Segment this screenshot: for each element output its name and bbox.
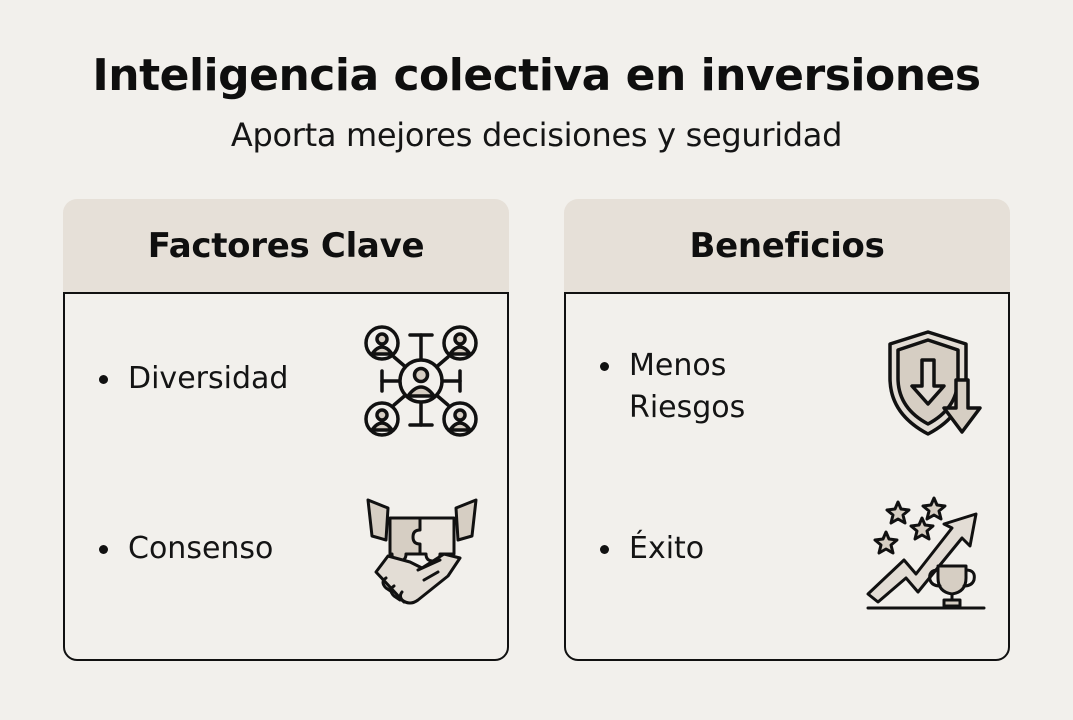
- bullet-icon: [99, 545, 108, 554]
- item-label: Consenso: [128, 531, 274, 566]
- page-subtitle: Aporta mejores decisiones y seguridad: [230, 116, 843, 154]
- network-people-icon: [362, 325, 480, 437]
- bullet-icon: [600, 545, 609, 554]
- panel-title: Factores Clave: [147, 226, 425, 266]
- list-item-consenso: Consenso: [99, 528, 273, 570]
- panel-body: Diversidad: [63, 292, 509, 661]
- shield-down-arrow-icon: [882, 328, 986, 440]
- list-item-menos-riesgos: Menos Riesgos: [600, 345, 745, 429]
- panel-title: Beneficios: [689, 226, 885, 266]
- item-label: Menos Riesgos: [629, 345, 745, 429]
- item-label: Diversidad: [128, 361, 289, 396]
- panel-header: Factores Clave: [63, 199, 509, 293]
- trophy-growth-icon: [864, 494, 988, 612]
- panel-beneficios: Beneficios Menos Riesgos Éxito: [564, 199, 1010, 661]
- list-item-exito: Éxito: [600, 528, 704, 570]
- bullet-icon: [99, 375, 108, 384]
- bullet-icon: [600, 362, 609, 371]
- list-item-diversidad: Diversidad: [99, 358, 288, 400]
- panel-body: Menos Riesgos Éxito: [564, 292, 1010, 661]
- panel-factores-clave: Factores Clave Diversidad: [63, 199, 509, 661]
- page-title: Inteligencia colectiva en inversiones: [92, 50, 981, 101]
- handshake-puzzle-icon: [362, 492, 482, 610]
- item-label-line1: Menos: [629, 348, 727, 383]
- item-label-line2: Riesgos: [629, 390, 746, 425]
- panel-header: Beneficios: [564, 199, 1010, 293]
- item-label: Éxito: [629, 531, 705, 566]
